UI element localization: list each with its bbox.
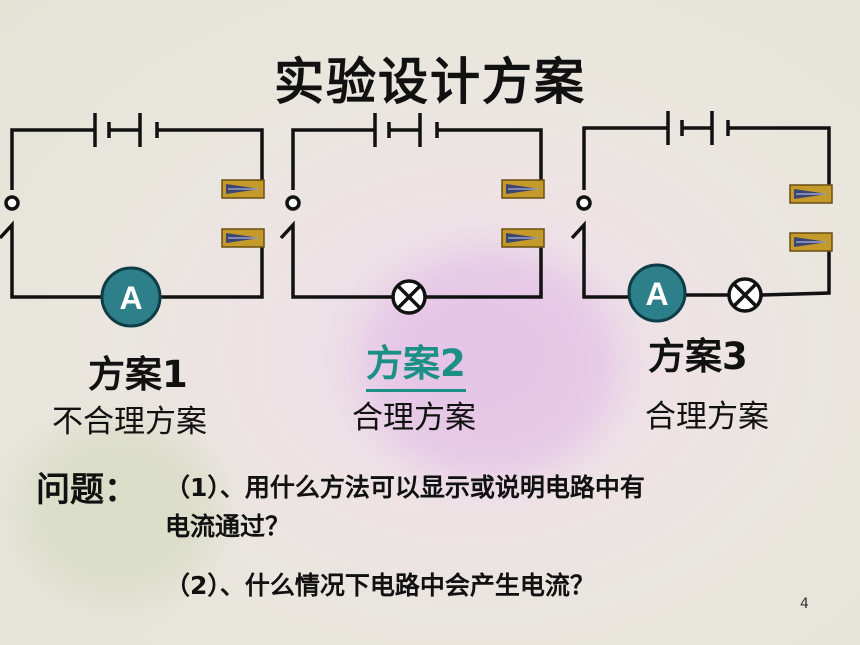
wire xyxy=(10,128,95,190)
wire xyxy=(728,126,831,203)
plan-1-subtitle: 不合理方案 xyxy=(52,404,207,440)
slide-title: 实验设计方案 xyxy=(274,53,586,111)
test-clip-bottom xyxy=(789,232,833,252)
test-clip-top xyxy=(221,179,265,199)
wire xyxy=(582,126,668,190)
switch-contact xyxy=(4,195,20,211)
question-1-line-2: 电流通过？ xyxy=(165,512,291,541)
lamp-symbol xyxy=(391,279,427,315)
wire xyxy=(157,128,264,198)
question-2: （2）、什么情况下电路中会产生电流？ xyxy=(165,571,595,600)
plan-2-subtitle: 合理方案 xyxy=(352,400,476,436)
wire xyxy=(160,234,264,299)
plan-1-title: 方案1 xyxy=(88,353,188,396)
question-heading: 问题： xyxy=(36,470,138,510)
page-number: 4 xyxy=(800,596,809,612)
question-1-line-1: （1）、用什么方法可以显示或说明电路中有 xyxy=(165,473,645,502)
background-leaf-blur xyxy=(20,420,220,600)
wire xyxy=(760,249,831,297)
circuit-plan-3 xyxy=(570,111,831,299)
wire xyxy=(437,128,543,198)
circuit-plan-1 xyxy=(0,113,264,299)
plan-2-title-link[interactable]: 方案2 xyxy=(366,333,466,392)
switch-contact xyxy=(576,195,592,211)
wire xyxy=(425,234,543,299)
lamp-symbol xyxy=(727,277,763,313)
test-clip-top xyxy=(501,179,545,199)
test-clip-top xyxy=(789,184,833,204)
ammeter-label: A xyxy=(645,276,668,312)
test-clip-bottom xyxy=(501,228,545,248)
ammeter: A xyxy=(100,266,162,328)
switch-contact xyxy=(285,195,301,211)
ammeter-label: A xyxy=(119,280,142,316)
wire xyxy=(0,220,102,299)
plan-3-title: 方案3 xyxy=(648,335,748,378)
circuit-plan-2 xyxy=(279,113,543,299)
wire xyxy=(570,220,628,299)
wire xyxy=(279,220,393,299)
test-clip-bottom xyxy=(221,228,265,248)
ammeter: A xyxy=(627,263,687,323)
wire xyxy=(291,128,375,190)
plan-3-subtitle: 合理方案 xyxy=(645,399,769,435)
